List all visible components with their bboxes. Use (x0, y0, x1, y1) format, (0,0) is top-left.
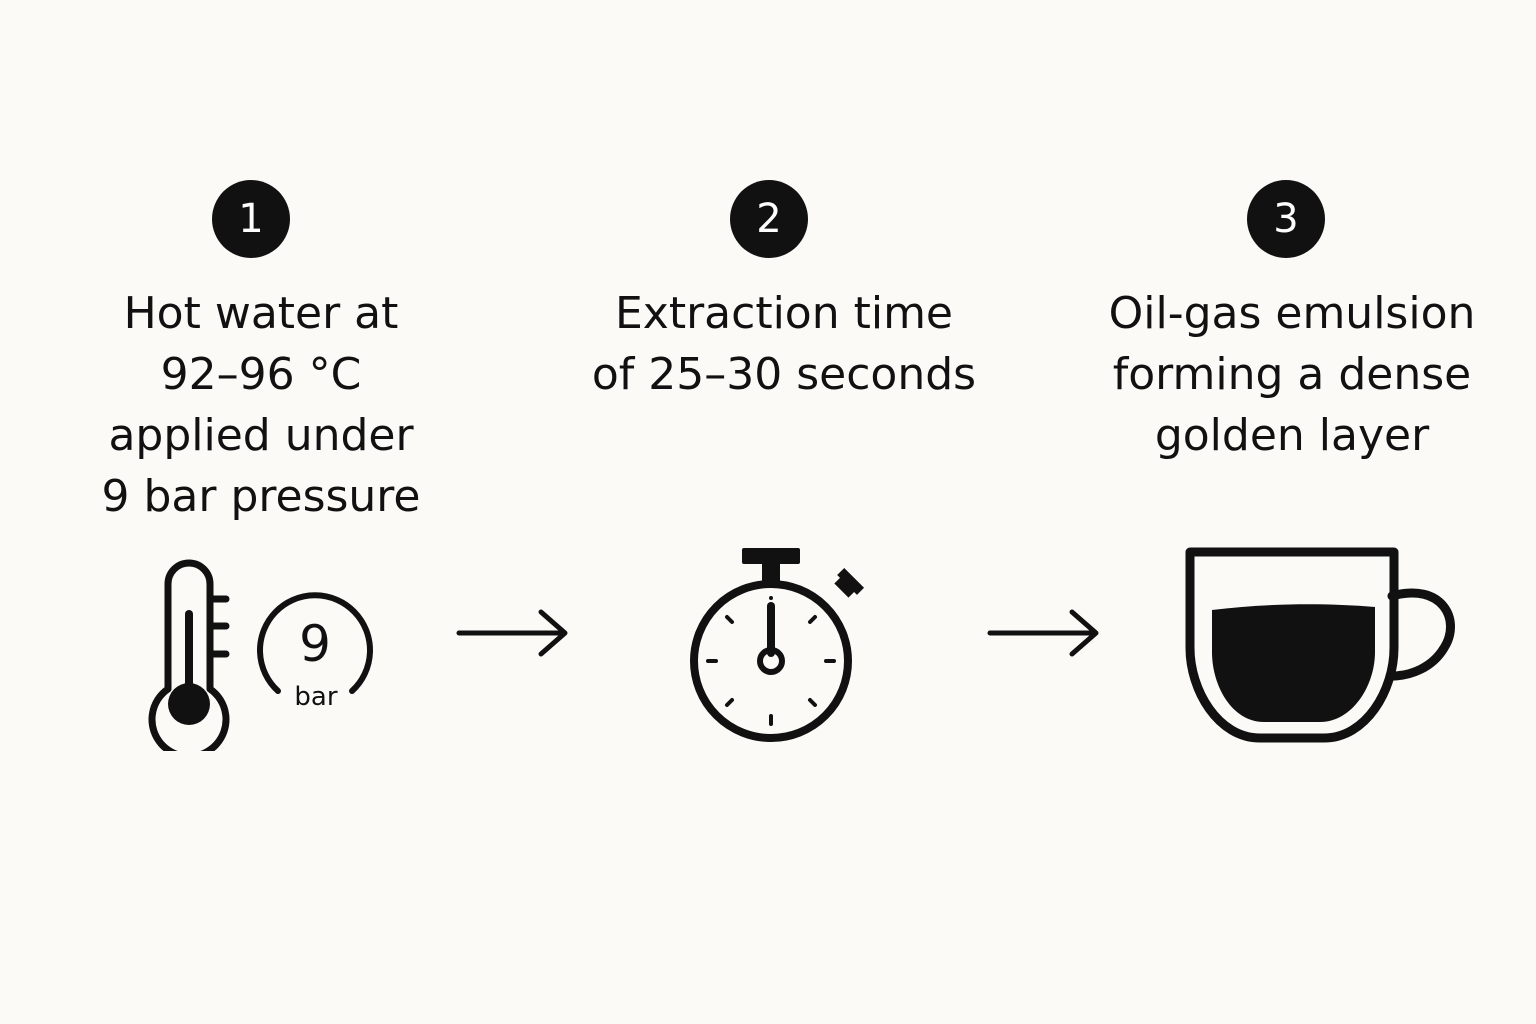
step-1-number-badge: 1 (212, 180, 290, 258)
pressure-gauge-value: 9 (299, 615, 331, 673)
step-2-description: Extraction time of 25–30 seconds (591, 288, 977, 400)
pressure-gauge-icon: 9 bar (257, 592, 373, 712)
stopwatch-icon (690, 548, 865, 742)
step-2-number-badge: 2 (730, 180, 808, 258)
step-3-description: Oil-gas emulsion forming a dense golden … (1108, 288, 1476, 461)
arrow-right-icon (987, 609, 1099, 657)
pressure-gauge-unit: bar (294, 682, 337, 712)
thermometer-icon (148, 559, 230, 751)
step-3-number-badge: 3 (1247, 180, 1325, 258)
step-1-description: Hot water at 92–96 °C applied under 9 ba… (101, 288, 421, 522)
arrow-right-icon (456, 609, 568, 657)
coffee-cup-icon (1185, 547, 1455, 743)
